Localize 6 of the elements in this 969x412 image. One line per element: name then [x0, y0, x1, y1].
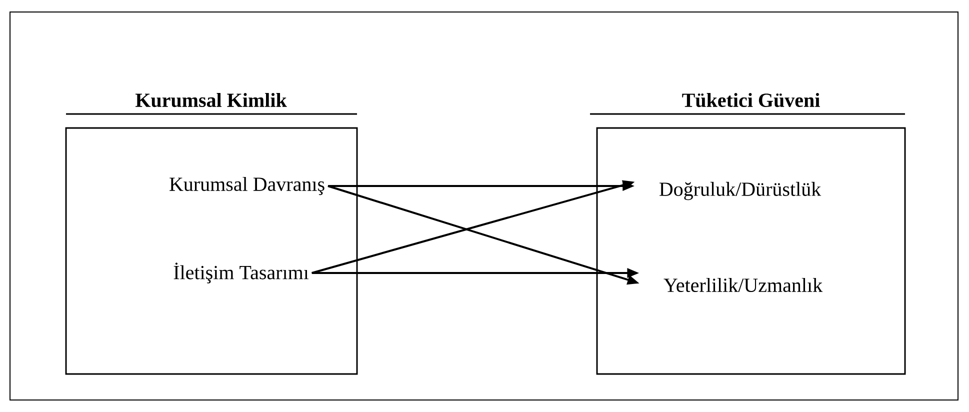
- item-label: İletişim Tasarımı: [174, 262, 309, 284]
- group-heading: Kurumsal Kimlik: [66, 92, 357, 115]
- group-heading: Tüketici Güveni: [590, 92, 905, 115]
- item-label: Yeterlilik/Uzmanlık: [664, 278, 823, 292]
- item-label: Kurumsal Davranış: [170, 176, 324, 196]
- item-label: Doğruluk/Dürüstlük: [659, 182, 822, 200]
